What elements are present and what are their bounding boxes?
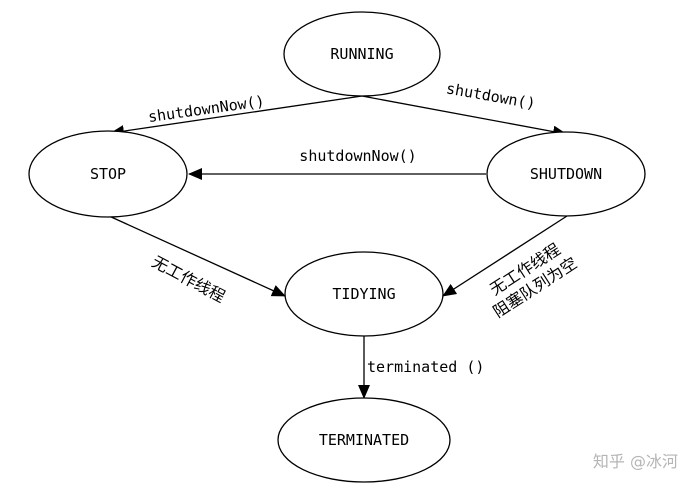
node-terminated-label: TERMINATED: [319, 431, 409, 449]
node-stop-label: STOP: [90, 165, 126, 183]
node-running-label: RUNNING: [330, 45, 393, 63]
edge-stop-to-tidying-label: 无工作线程: [149, 252, 229, 306]
node-tidying: TIDYING: [284, 251, 444, 337]
edge-shutdown-to-stop-label: shutdownNow(): [299, 147, 416, 165]
edge-running-to-shutdown-label: shutdown(): [445, 79, 537, 112]
edge-stop-to-tidying: [108, 215, 286, 297]
node-tidying-label: TIDYING: [332, 285, 395, 303]
node-shutdown: SHUTDOWN: [486, 131, 646, 217]
edge-shutdown-to-tidying: [442, 215, 568, 297]
node-running: RUNNING: [283, 11, 441, 97]
watermark: 知乎 @冰河: [593, 452, 678, 471]
node-shutdown-label: SHUTDOWN: [530, 165, 602, 183]
edge-running-to-stop: [110, 95, 363, 138]
node-stop: STOP: [28, 130, 188, 218]
edge-running-to-shutdown: [361, 95, 567, 138]
edge-tidying-to-terminated-label: terminated (): [367, 358, 484, 376]
edge-running-to-stop-label: shutdownNow(): [147, 92, 266, 126]
node-terminated: TERMINATED: [277, 397, 451, 483]
